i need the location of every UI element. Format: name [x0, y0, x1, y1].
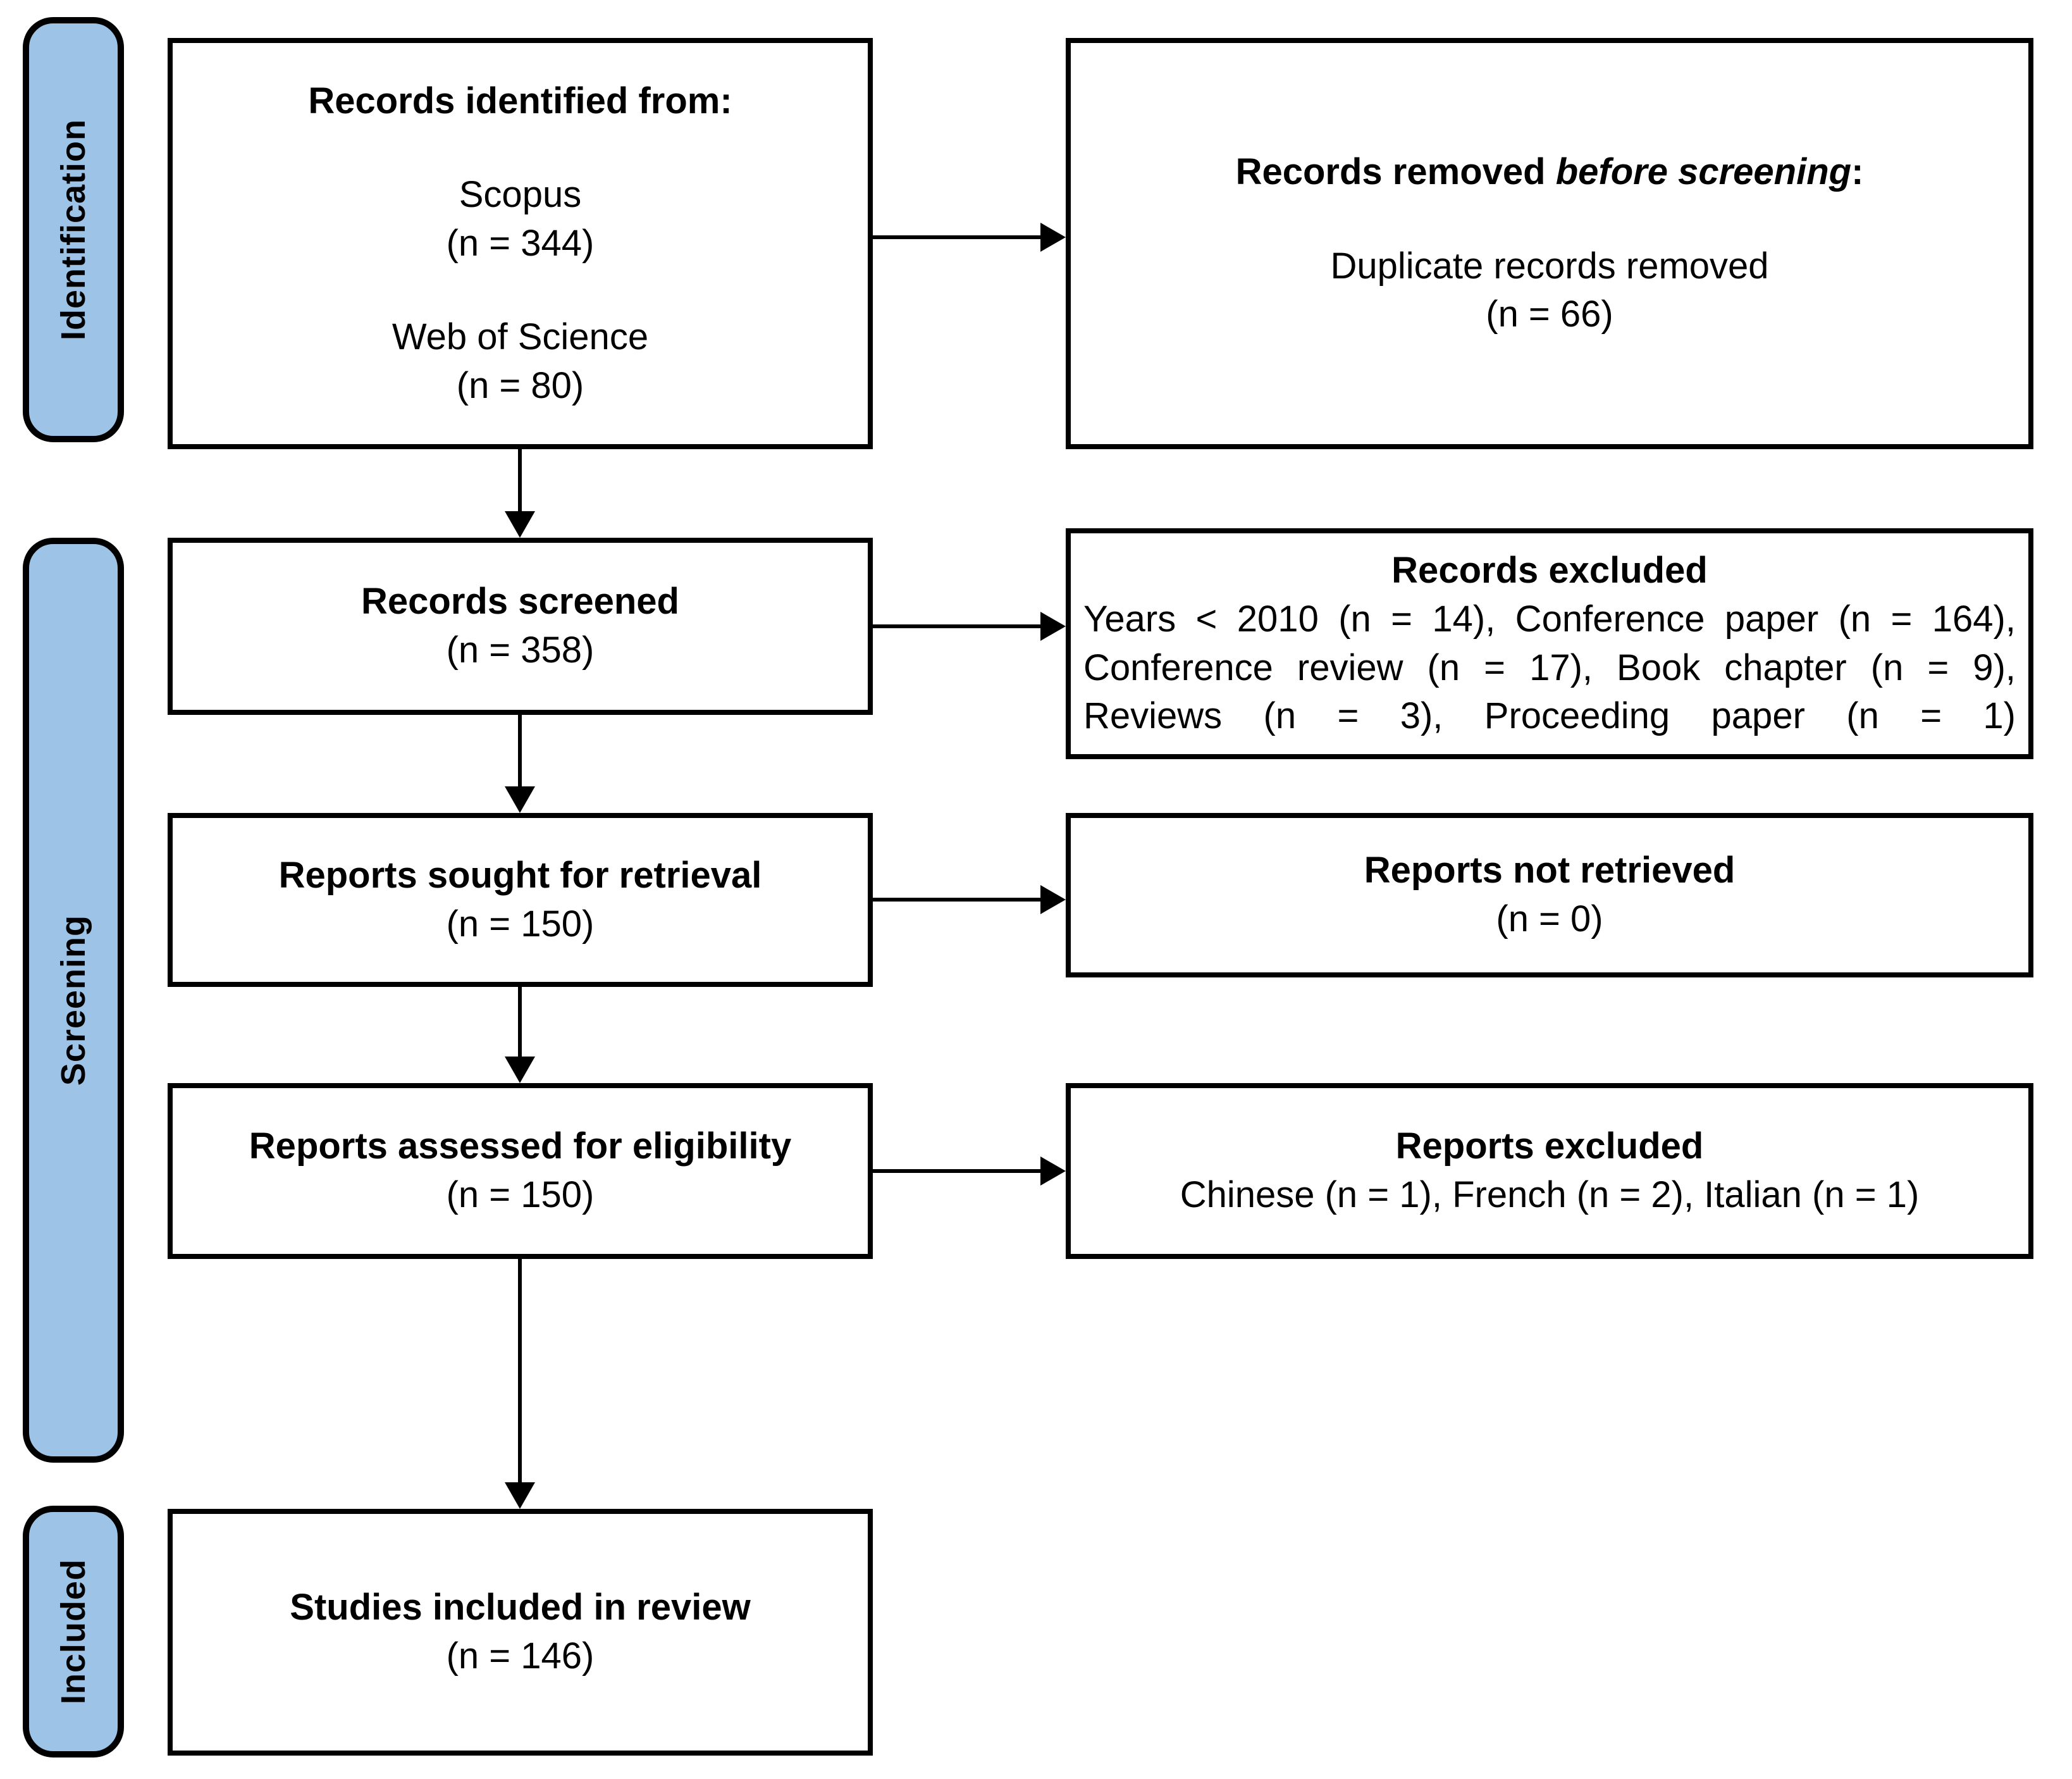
- source-web-of-science-count: (n = 80): [456, 364, 584, 406]
- arrow-identified-to-removed-head-icon: [1040, 223, 1066, 252]
- stage-screening-label: Screening: [54, 914, 92, 1086]
- arrow-assessed-to-included-head-icon: [505, 1482, 535, 1509]
- stage-included: Included: [23, 1506, 124, 1757]
- arrow-sought-to-assessed-line: [518, 987, 522, 1059]
- records-screened-count: (n = 358): [446, 629, 595, 671]
- records-removed-count: (n = 66): [1486, 294, 1613, 335]
- studies-included-title: Studies included in review: [290, 1587, 751, 1628]
- box-records-removed: Records removed before screening: Duplic…: [1066, 38, 2033, 449]
- records-identified-title: Records identified from:: [308, 80, 732, 121]
- arrow-screened-to-excluded-head-icon: [1040, 612, 1066, 641]
- reports-excluded-body: Chinese (n = 1), French (n = 2), Italian…: [1180, 1174, 1920, 1215]
- reports-assessed-title: Reports assessed for eligibility: [249, 1125, 792, 1167]
- arrow-assessed-to-reports-excluded-line: [873, 1169, 1042, 1173]
- source-web-of-science: Web of Science (n = 80): [392, 313, 648, 410]
- reports-not-retrieved-title: Reports not retrieved: [1364, 850, 1736, 891]
- source-web-of-science-name: Web of Science: [392, 316, 649, 358]
- records-removed-body: Duplicate records removed: [1330, 245, 1769, 287]
- arrow-identified-to-removed-line: [873, 235, 1042, 239]
- arrow-screened-to-sought-line: [518, 715, 522, 789]
- stage-included-label: Included: [54, 1558, 92, 1704]
- arrow-identified-to-screened-line: [518, 449, 522, 514]
- arrow-assessed-to-reports-excluded-head-icon: [1040, 1156, 1066, 1186]
- arrow-sought-to-not-retrieved-line: [873, 898, 1042, 902]
- source-scopus: Scopus (n = 344): [447, 171, 595, 268]
- studies-included-count: (n = 146): [446, 1635, 595, 1677]
- arrow-screened-to-excluded-line: [873, 624, 1042, 628]
- source-scopus-name: Scopus: [459, 174, 582, 216]
- box-records-excluded: Records excluded Years < 2010 (n = 14), …: [1066, 528, 2033, 759]
- box-records-identified: Records identified from: Scopus (n = 344…: [168, 38, 873, 449]
- reports-sought-count: (n = 150): [446, 903, 595, 945]
- arrow-screened-to-sought-head-icon: [505, 786, 535, 813]
- stage-screening: Screening: [23, 538, 124, 1463]
- box-reports-not-retrieved: Reports not retrieved (n = 0): [1066, 813, 2033, 977]
- reports-not-retrieved-count: (n = 0): [1496, 898, 1603, 939]
- records-excluded-title: Records excluded: [1391, 550, 1708, 592]
- records-removed-title-emphasis: before screening: [1555, 151, 1852, 193]
- reports-assessed-count: (n = 150): [446, 1174, 595, 1215]
- reports-sought-title: Reports sought for retrieval: [278, 854, 762, 896]
- records-excluded-body: Years < 2010 (n = 14), Conference paper …: [1083, 598, 2016, 737]
- stage-identification-label: Identification: [54, 119, 92, 340]
- box-studies-included: Studies included in review (n = 146): [168, 1509, 873, 1756]
- reports-excluded-title: Reports excluded: [1395, 1125, 1704, 1167]
- records-screened-title: Records screened: [361, 581, 679, 623]
- arrow-assessed-to-included-line: [518, 1259, 522, 1485]
- box-reports-assessed: Reports assessed for eligibility (n = 15…: [168, 1083, 873, 1259]
- arrow-sought-to-assessed-head-icon: [505, 1057, 535, 1083]
- box-records-screened: Records screened (n = 358): [168, 538, 873, 715]
- arrow-identified-to-screened-head-icon: [505, 511, 535, 538]
- arrow-sought-to-not-retrieved-head-icon: [1040, 885, 1066, 914]
- box-reports-excluded: Reports excluded Chinese (n = 1), French…: [1066, 1083, 2033, 1259]
- records-removed-detail: Duplicate records removed (n = 66): [1330, 242, 1768, 339]
- box-reports-sought: Reports sought for retrieval (n = 150): [168, 813, 873, 987]
- records-removed-title: Records removed before screening:: [1235, 151, 1864, 193]
- stage-identification: Identification: [23, 17, 124, 442]
- source-scopus-count: (n = 344): [446, 222, 595, 264]
